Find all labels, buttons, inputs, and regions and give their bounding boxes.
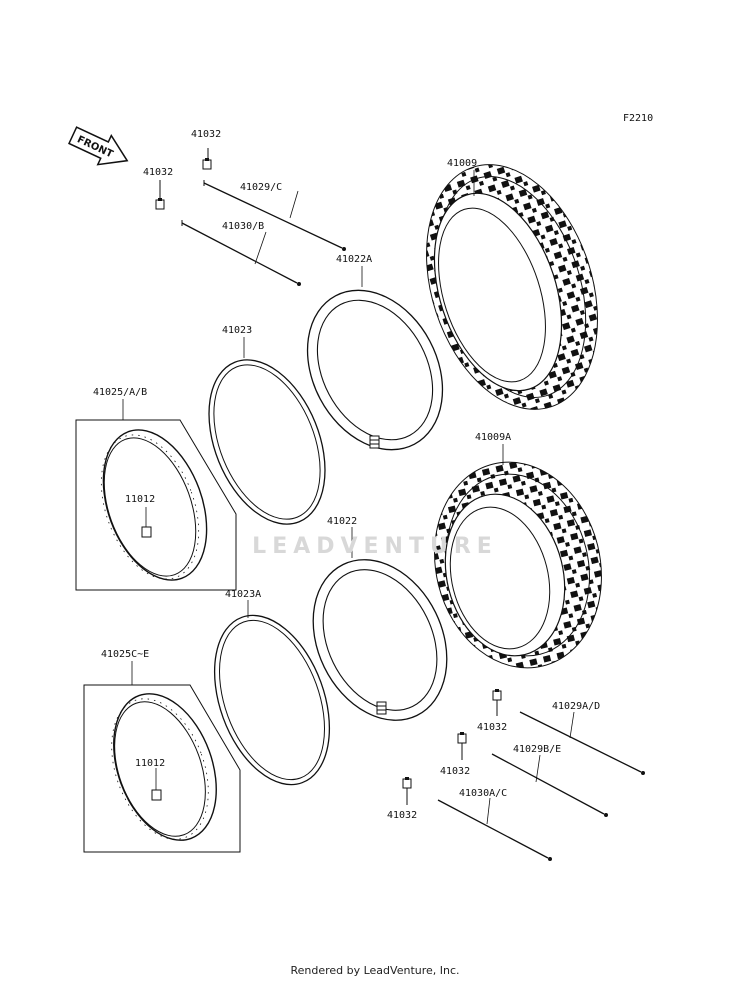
- label-41023: 41023: [222, 325, 252, 336]
- label-41029be: 41029B/E: [513, 744, 561, 755]
- label-41032-e: 41032: [387, 810, 417, 821]
- front-arrow-icon: FRONT: [68, 126, 129, 166]
- nipple-41032-right: [492, 689, 502, 716]
- rim-band-41023: [208, 359, 326, 525]
- tire-41009: [426, 164, 598, 410]
- label-41029c: 41029/C: [240, 182, 282, 193]
- nipple-41032-mid: [457, 732, 467, 760]
- label-41025ab: 41025/A/B: [93, 387, 147, 398]
- spoke-41029be: [491, 753, 608, 817]
- label-41030ac: 41030A/C: [459, 788, 507, 799]
- footer-credit: Rendered by LeadVenture, Inc.: [290, 964, 460, 977]
- label-41032-d: 41032: [440, 766, 470, 777]
- label-41025ce: 41025C~E: [101, 649, 149, 660]
- nipple-41032-left: [155, 180, 165, 210]
- tube-41022: [312, 559, 448, 721]
- spoke-41029ad: [519, 711, 645, 775]
- label-11012-a: 11012: [125, 494, 155, 505]
- label-41029ad: 41029A/D: [552, 701, 600, 712]
- spoke-41030b: [181, 220, 301, 286]
- rim-41025ce-group: [83, 684, 241, 853]
- tube-41022a: [306, 289, 444, 451]
- tire-41009a: [434, 461, 602, 669]
- label-41009: 41009: [447, 158, 477, 169]
- watermark: LEADVENTURE: [252, 534, 498, 559]
- label-11012-b: 11012: [135, 758, 165, 769]
- label-41032-c: 41032: [477, 722, 507, 733]
- nipple-41032-bottom: [402, 777, 412, 805]
- label-41032-b: 41032: [143, 167, 173, 178]
- label-41030b: 41030/B: [222, 221, 264, 232]
- nipple-41032-top: [202, 148, 212, 170]
- label-41023a: 41023A: [225, 589, 261, 600]
- label-41022: 41022: [327, 516, 357, 527]
- label-41009a: 41009A: [475, 432, 511, 443]
- spoke-41030ac: [437, 799, 552, 861]
- label-41022a: 41022A: [336, 254, 372, 265]
- rim-band-41023a: [213, 614, 331, 786]
- rim-41025ab-group: [75, 419, 237, 591]
- figure-code: F2210: [623, 113, 653, 124]
- label-41032-a: 41032: [191, 129, 221, 140]
- spoke-41029c: [203, 180, 346, 251]
